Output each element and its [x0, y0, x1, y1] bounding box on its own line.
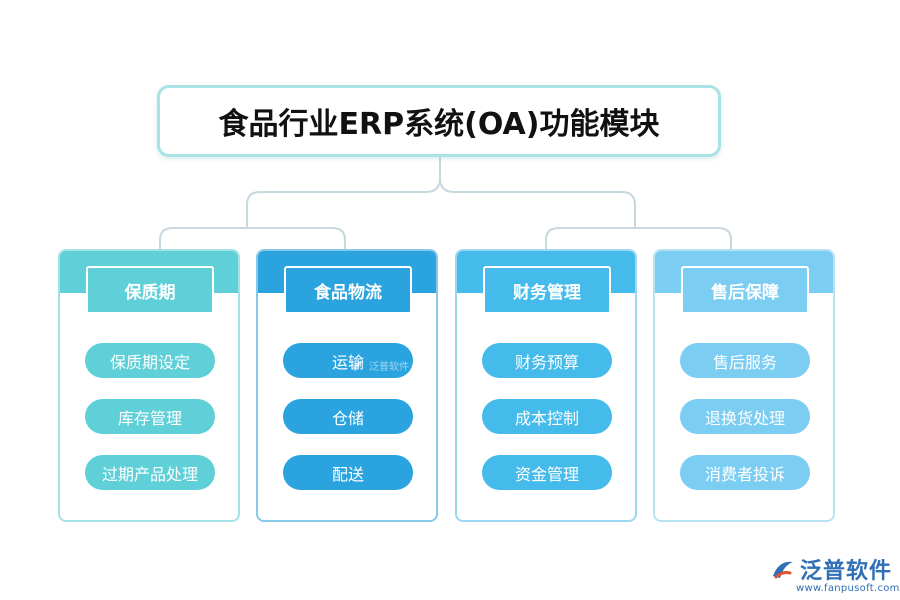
feature-item: 退换货处理	[680, 399, 810, 434]
diagram-title-box: 食品行业ERP系统(OA)功能模块	[157, 85, 721, 157]
connector-right-branch	[545, 218, 732, 249]
connector-trunk	[246, 157, 441, 218]
module-column-shelf-life: 保质期 保质期设定 库存管理 过期产品处理	[58, 249, 240, 522]
diagram-title: 食品行业ERP系统(OA)功能模块	[218, 107, 660, 142]
brand-name: 泛普软件	[800, 559, 893, 584]
module-column-finance: 财务管理 财务预算 成本控制 资金管理	[455, 249, 637, 522]
module-header: 财务管理	[483, 266, 611, 314]
module-header: 售后保障	[681, 266, 809, 314]
feature-item: 保质期设定	[85, 343, 215, 378]
connector-left-branch	[159, 218, 346, 249]
module-column-food-logistics: 食品物流 运输 仓储 配送	[256, 249, 438, 522]
feature-item: 财务预算	[482, 343, 612, 378]
feature-item: 仓储	[283, 399, 413, 434]
feature-item: 运输	[283, 343, 413, 378]
module-header: 食品物流	[284, 266, 412, 314]
feature-item: 配送	[283, 455, 413, 490]
feature-item: 成本控制	[482, 399, 612, 434]
feature-item: 售后服务	[680, 343, 810, 378]
module-header: 保质期	[86, 266, 214, 314]
connector-group	[159, 157, 732, 249]
feature-item: 消费者投诉	[680, 455, 810, 490]
connector-trunk-right	[439, 177, 636, 218]
feature-item: 资金管理	[482, 455, 612, 490]
brand-url: www.fanpusoft.com	[796, 583, 900, 594]
feature-item: 过期产品处理	[85, 455, 215, 490]
fanpu-logo-icon	[773, 561, 793, 579]
brand-logo: 泛普软件 www.fanpusoft.com	[770, 553, 900, 594]
module-column-after-sales: 售后保障 售后服务 退换货处理 消费者投诉	[653, 249, 835, 522]
feature-item: 库存管理	[85, 399, 215, 434]
